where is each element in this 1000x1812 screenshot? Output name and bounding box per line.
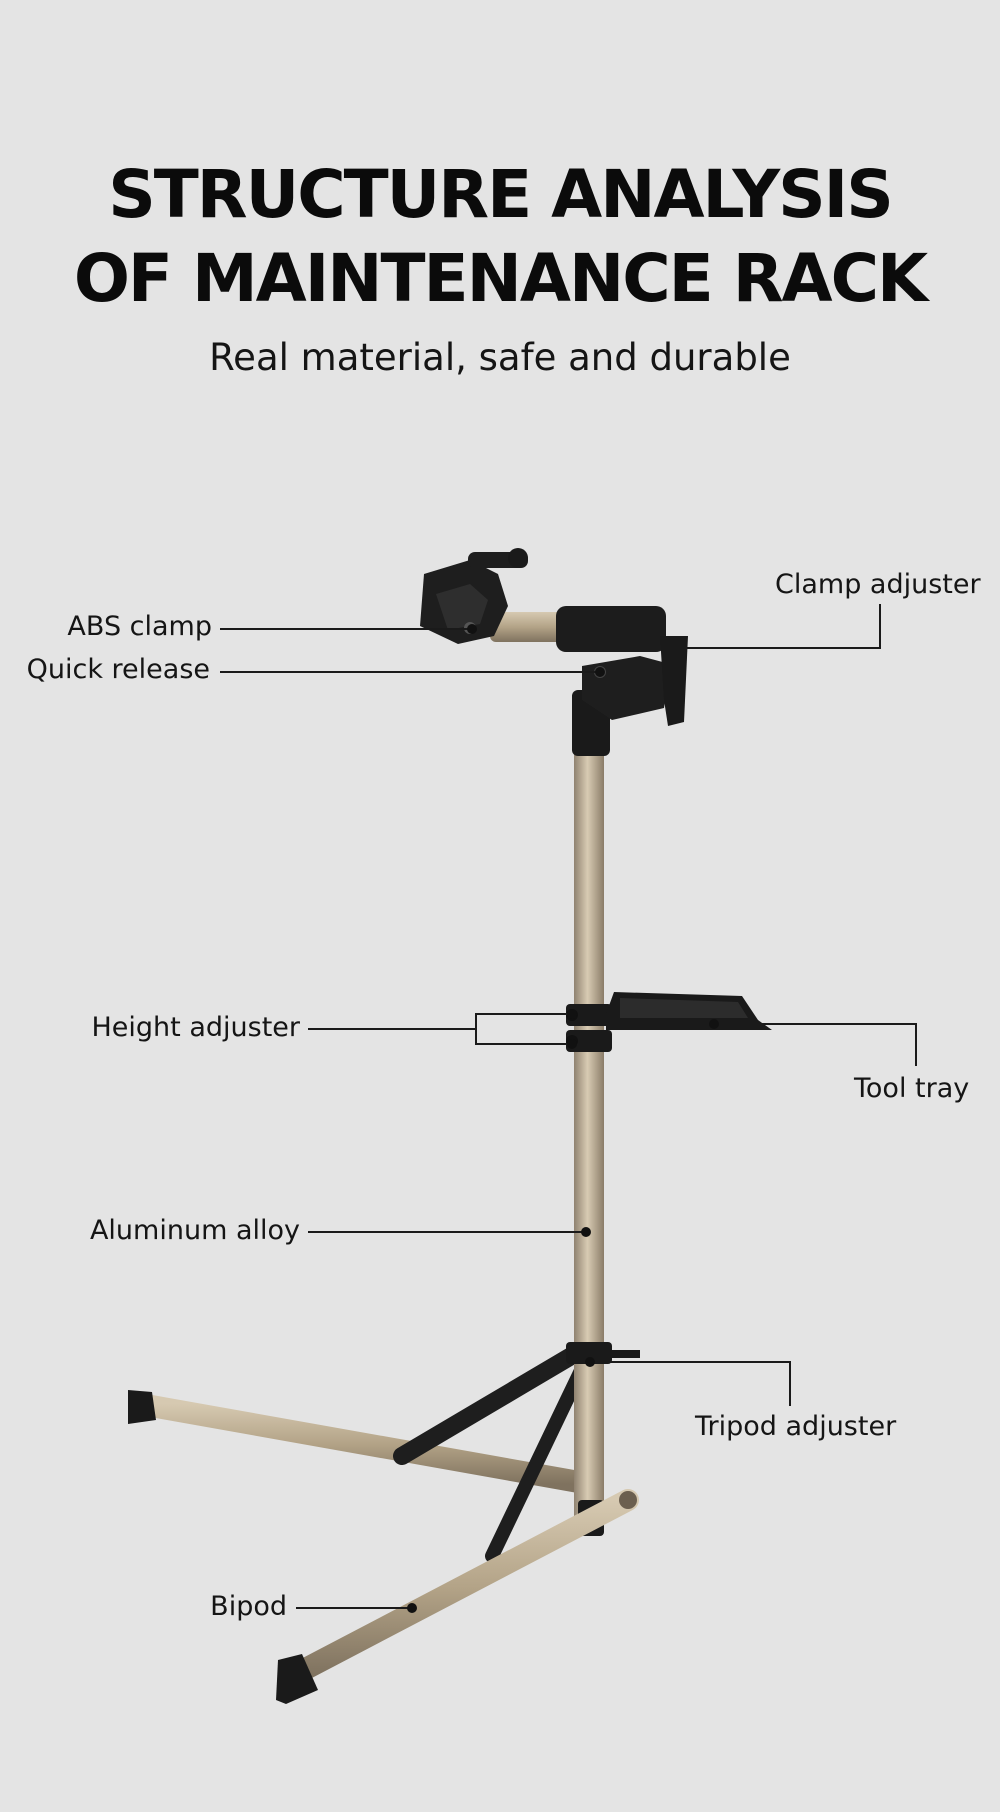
callout-height-adjuster: Height adjuster	[91, 1012, 301, 1043]
title-line-1: STRUCTURE ANALYSIS	[108, 156, 894, 233]
callout-clamp-adjuster: Clamp adjuster	[775, 569, 981, 600]
title-line-2: OF MAINTENANCE RACK	[73, 240, 928, 317]
back-bipod-leg	[128, 1390, 601, 1495]
leader-dots	[407, 624, 719, 1613]
callout-abs-clamp: ABS clamp	[67, 611, 212, 642]
front-bipod-leg	[276, 1489, 639, 1704]
leader-lines	[220, 604, 917, 1609]
callout-bipod: Bipod	[210, 1591, 287, 1622]
callout-quick-release: Quick release	[26, 654, 210, 685]
tool-tray-shape	[606, 992, 772, 1030]
callout-aluminum-alloy: Aluminum alloy	[89, 1215, 300, 1246]
main-pole	[574, 720, 604, 1536]
subtitle: Real material, safe and durable	[209, 336, 791, 379]
callout-tripod-adjuster: Tripod adjuster	[695, 1411, 897, 1442]
rack-head	[420, 548, 688, 756]
tripod-arms	[393, 1343, 593, 1563]
callout-tool-tray: Tool tray	[854, 1073, 970, 1104]
tripod-collar	[566, 1342, 640, 1364]
